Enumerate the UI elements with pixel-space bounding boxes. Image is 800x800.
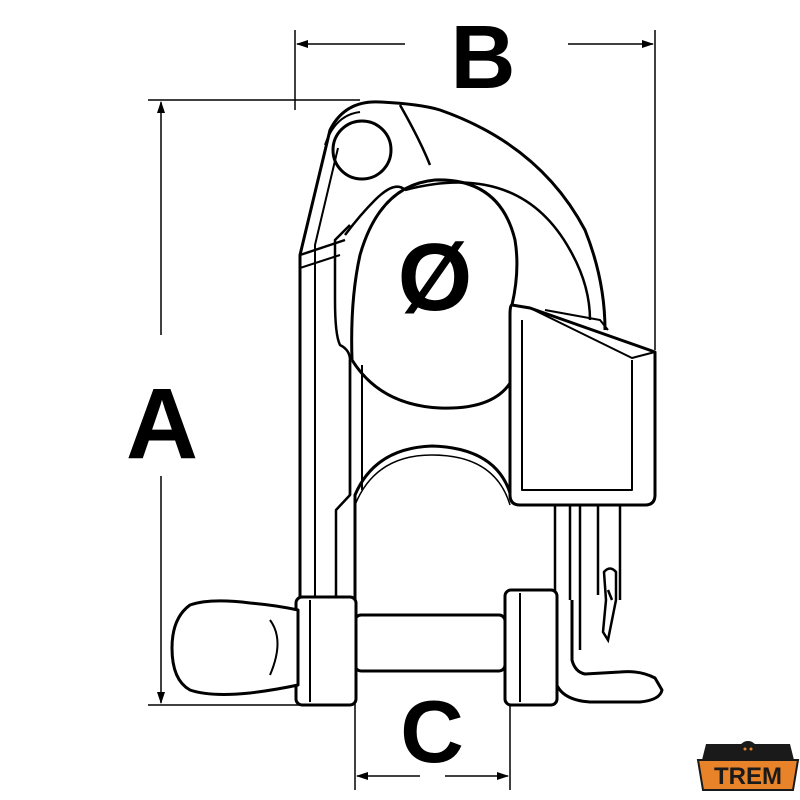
lower-opening [353, 444, 514, 600]
dimension-label-a: A [126, 368, 198, 480]
dimension-c: C [354, 682, 511, 790]
latch-spring-rods [553, 505, 622, 650]
shackle-outer-outline [298, 100, 607, 600]
pin-collar-left [294, 595, 358, 707]
dimension-label-b: B [451, 8, 516, 108]
diameter-symbol: Ø [398, 224, 473, 331]
pin-collar-right [503, 588, 559, 707]
pin-handle-knob [170, 599, 300, 696]
dimension-a: A [126, 99, 360, 706]
latch-block [508, 303, 657, 507]
pivot-pin [331, 119, 393, 181]
dimension-b: B [294, 8, 656, 350]
shackle-pin [170, 588, 559, 707]
diameter-label: Ø [398, 224, 473, 331]
latch-lip [553, 600, 664, 704]
eye-opening [350, 178, 519, 361]
trem-logo: TREM [696, 741, 800, 791]
pin-shaft [353, 613, 507, 673]
logo-text: TREM [714, 763, 782, 790]
logo-emblem-icon [739, 741, 757, 759]
shackle-body [298, 100, 607, 600]
dimension-label-c: C [400, 682, 464, 781]
